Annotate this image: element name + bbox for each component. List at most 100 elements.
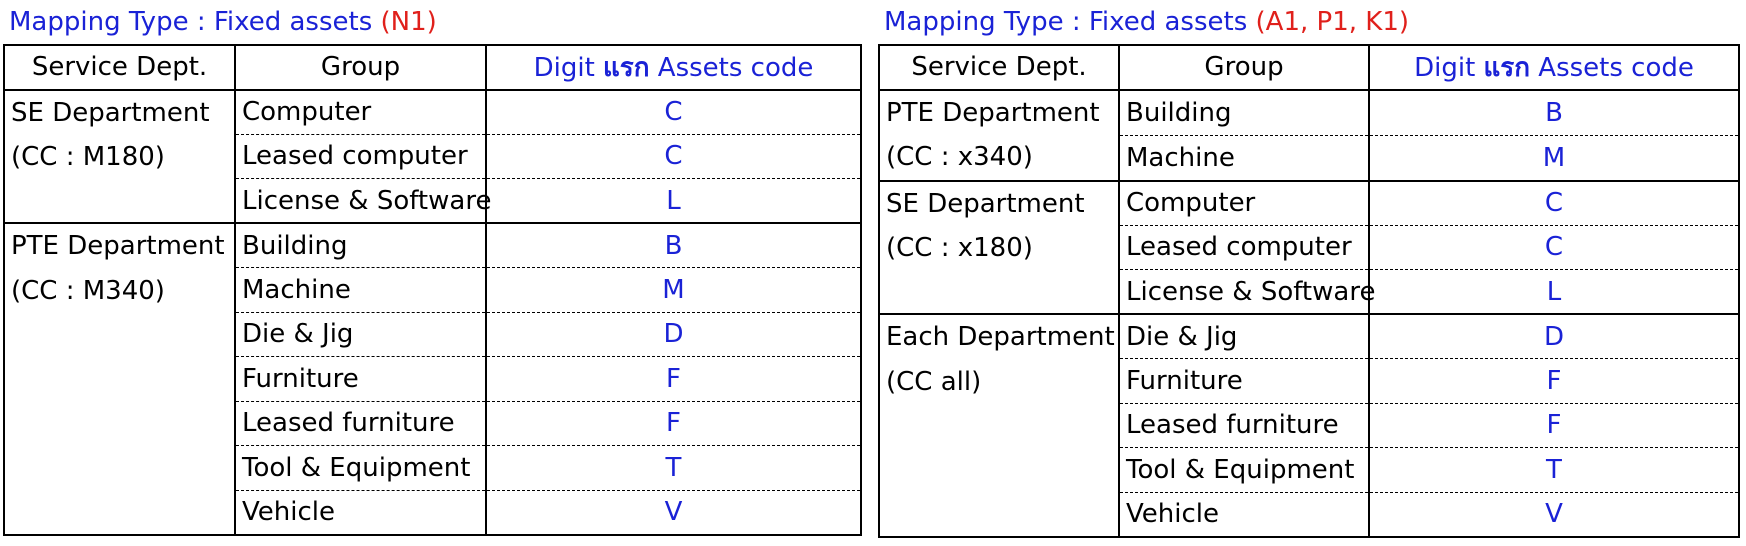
assets-code-cell: B [1369, 89, 1740, 136]
header-assets-code: Digit แรก Assets code [1368, 44, 1740, 91]
mapping-panel-a1-p1-k1: Mapping Type : Fixed assets (A1, P1, K1)… [878, 0, 1740, 538]
mapping-table: Service Dept. Group Digit แรก Assets cod… [878, 44, 1740, 538]
service-dept-cell: PTE Department (CC : x340) [878, 89, 1120, 182]
assets-code-cell: B [486, 223, 862, 268]
assets-code-cell: F [1369, 403, 1740, 448]
dept-name: PTE Department [11, 231, 225, 261]
panel-title: Mapping Type : Fixed assets (N1) [3, 0, 860, 44]
group-cell: Leased computer [235, 134, 487, 179]
service-dept-cell: SE Department (CC : x180) [878, 180, 1120, 315]
assets-code-cell: C [486, 134, 862, 179]
group-cell: Leased furniture [235, 401, 487, 446]
dept-name: SE Department [11, 97, 210, 128]
group-cell: License & Software [1119, 269, 1375, 315]
header-row: Service Dept. Group Digit แรก Assets cod… [3, 44, 862, 91]
title-prefix: Mapping Type : Fixed assets [9, 7, 381, 37]
assets-code-cell: C [1369, 225, 1740, 270]
mapping-table: Service Dept. Group Digit แรก Assets cod… [3, 44, 862, 536]
assets-code-cell: T [1369, 447, 1740, 493]
header-group: Group [1118, 44, 1370, 91]
assets-code-cell: D [1369, 314, 1740, 359]
dept-cost-center: (CC : x180) [886, 233, 1033, 263]
assets-code-cell: M [486, 267, 862, 313]
assets-code-cell: M [1369, 135, 1740, 182]
dept-cost-center: (CC : M180) [11, 142, 165, 172]
group-cell: Building [1119, 89, 1370, 136]
header-code-post: Assets code [1530, 52, 1694, 83]
group-cell: Machine [1119, 135, 1370, 182]
group-cell: Building [235, 223, 487, 268]
header-service-dept: Service Dept. [3, 44, 236, 91]
group-cell: Leased computer [1119, 225, 1370, 270]
group-cell: Leased furniture [1119, 403, 1370, 448]
assets-code-cell: V [486, 490, 862, 536]
header-code-post: Assets code [649, 52, 814, 83]
group-cell: Furniture [235, 356, 487, 402]
assets-code-cell: L [486, 178, 862, 224]
panel-title: Mapping Type : Fixed assets (A1, P1, K1) [878, 0, 1738, 44]
dept-name: SE Department [886, 188, 1085, 219]
mapping-panel-n1: Mapping Type : Fixed assets (N1) Service… [3, 0, 862, 536]
group-cell: Vehicle [235, 490, 487, 536]
dept-cost-center: (CC : M340) [11, 275, 165, 306]
header-group: Group [234, 44, 487, 91]
assets-code-cell: T [486, 445, 862, 491]
group-cell: Die & Jig [1119, 314, 1370, 359]
header-row: Service Dept. Group Digit แรก Assets cod… [878, 44, 1740, 91]
dept-cost-center: (CC all) [886, 366, 982, 397]
title-suffix: (N1) [380, 7, 437, 37]
service-dept-cell: SE Department (CC : M180) [3, 89, 236, 224]
group-cell: Tool & Equipment [235, 445, 487, 491]
assets-code-cell: C [1369, 180, 1740, 226]
group-cell: License & Software [235, 178, 491, 224]
header-code-pre: Digit [1414, 52, 1484, 83]
group-cell: Computer [1119, 180, 1370, 226]
dept-cost-center: (CC : x340) [886, 142, 1033, 172]
assets-code-cell: V [1369, 492, 1740, 538]
service-dept-cell: PTE Department (CC : M340) [3, 223, 236, 536]
assets-code-cell: C [486, 89, 862, 135]
group-cell: Furniture [1119, 358, 1370, 404]
assets-code-cell: L [1369, 269, 1740, 315]
header-assets-code: Digit แรก Assets code [485, 44, 862, 91]
header-code-pre: Digit [533, 52, 604, 83]
dept-name: Each Department [886, 322, 1115, 352]
dept-name: PTE Department [886, 97, 1100, 128]
group-cell: Computer [235, 89, 487, 135]
service-dept-cell: Each Department (CC all) [878, 314, 1120, 538]
group-cell: Die & Jig [235, 312, 487, 357]
assets-code-cell: D [486, 312, 862, 357]
header-code-bold: แรก [1483, 52, 1531, 83]
group-cell: Tool & Equipment [1119, 447, 1370, 493]
assets-code-cell: F [486, 356, 862, 402]
header-service-dept: Service Dept. [878, 44, 1120, 91]
title-prefix: Mapping Type : Fixed assets [884, 7, 1256, 37]
title-suffix: (A1, P1, K1) [1255, 7, 1410, 37]
group-cell: Machine [235, 267, 487, 313]
assets-code-cell: F [1369, 358, 1740, 404]
header-code-bold: แรก [603, 52, 650, 83]
group-cell: Vehicle [1119, 492, 1370, 538]
assets-code-cell: F [486, 401, 862, 446]
